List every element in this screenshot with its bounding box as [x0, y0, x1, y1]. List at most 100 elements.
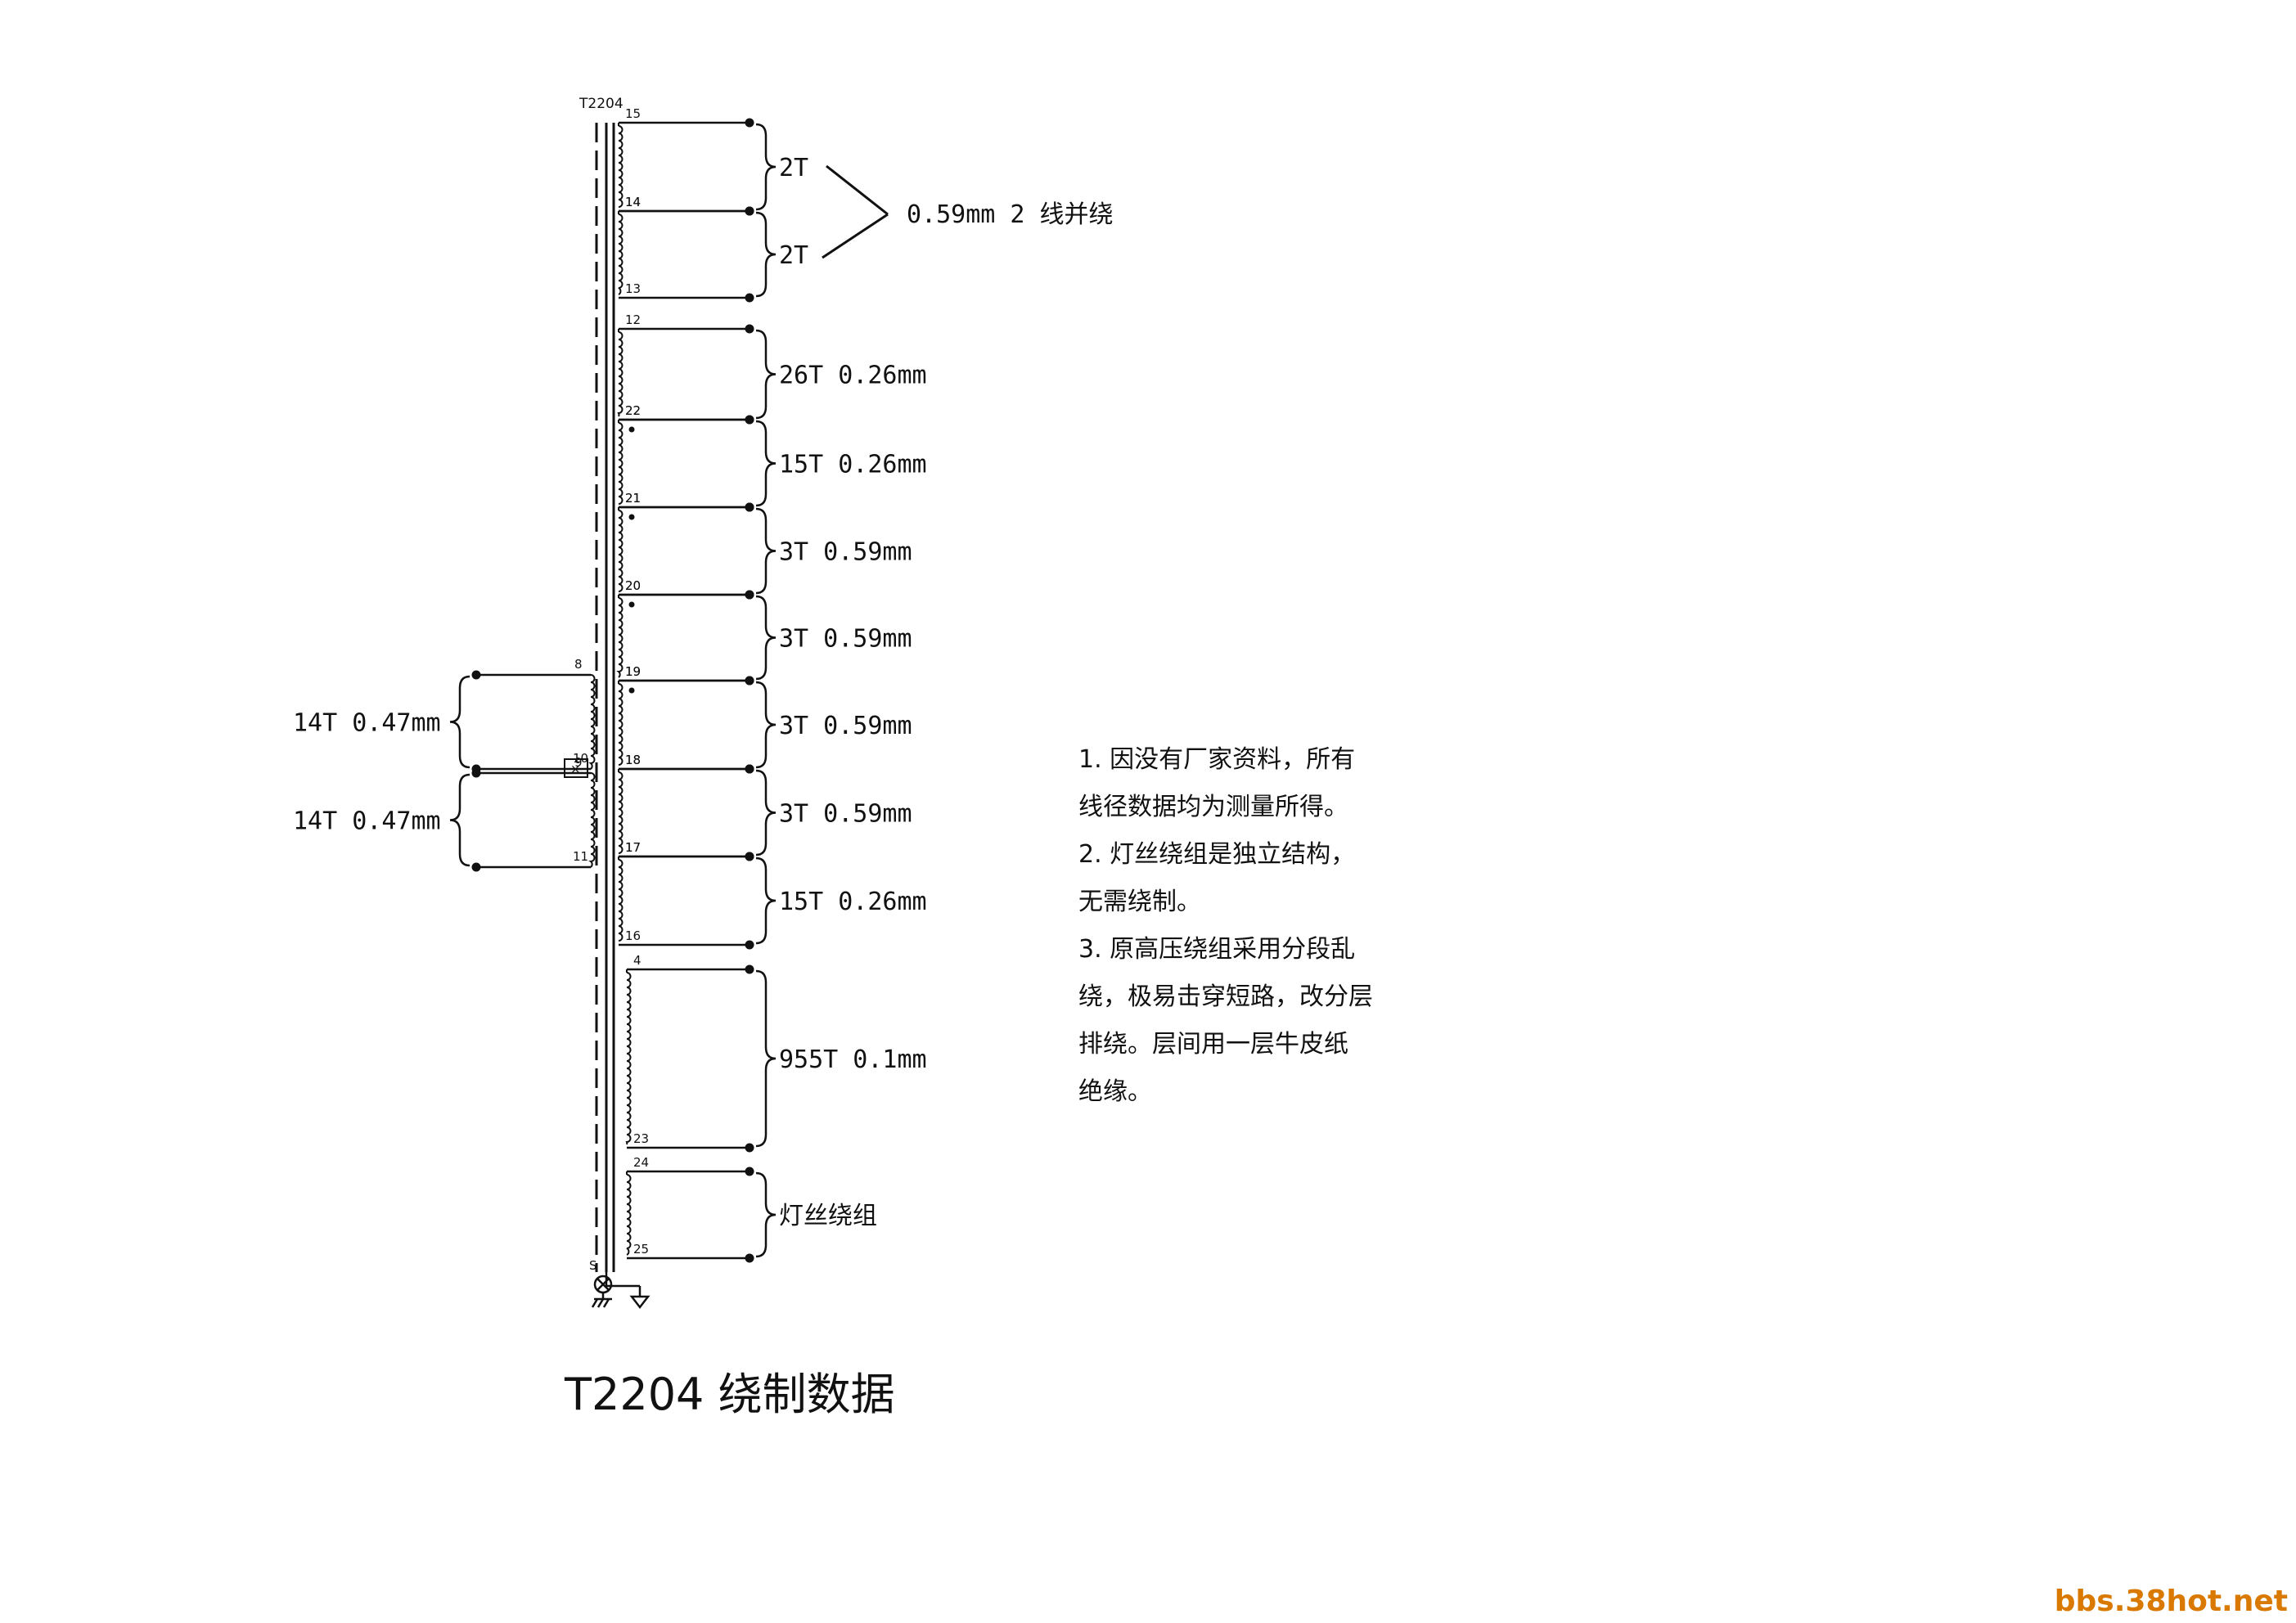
winding-brace — [755, 420, 777, 507]
winding-spec: 2T — [779, 154, 808, 182]
winding-19-18: 19 18 3T 0.59mm — [618, 664, 912, 774]
terminal-dot — [745, 415, 754, 425]
terminal-dot — [745, 502, 754, 512]
core-pin-label: S — [589, 1258, 597, 1273]
winding-brace — [449, 773, 470, 867]
terminal-dot — [745, 324, 754, 334]
coil-turns — [618, 422, 624, 505]
note-line: 2. 灯丝绕组是独立结构， — [1078, 840, 1356, 869]
terminal-dot — [745, 1253, 754, 1263]
terminal-dot — [745, 293, 754, 303]
coil-turns — [617, 331, 624, 417]
winding-brace — [755, 211, 777, 298]
pin-label: 16 — [625, 928, 641, 943]
coil-turns — [618, 771, 624, 854]
coil-turns — [618, 859, 624, 942]
winding-spec: 15T 0.26mm — [779, 451, 927, 479]
terminal-dot — [745, 1167, 754, 1176]
terminal-dot — [745, 590, 754, 600]
note-line: 绝缘。 — [1078, 1077, 1152, 1106]
pin-label: 14 — [625, 195, 641, 209]
polarity-dot — [628, 687, 635, 694]
terminal-dot — [745, 206, 754, 216]
note-line: 1. 因没有厂家资料，所有 — [1078, 745, 1356, 774]
pin-label: 9 — [574, 755, 583, 770]
pin-label: 21 — [625, 491, 641, 506]
coil-turns — [618, 683, 624, 766]
winding-17-16: 17 16 15T 0.26mm — [618, 840, 927, 950]
polarity-dot — [628, 601, 635, 608]
winding-21-20: 21 20 3T 0.59mm — [618, 491, 912, 600]
pin-label: 19 — [625, 664, 641, 679]
svg-text:×: × — [570, 762, 581, 776]
pin-label: 19 — [625, 664, 641, 679]
pin-label: 12 — [625, 312, 641, 327]
pin-label: 17 — [625, 840, 641, 855]
pin-label: 20 — [625, 578, 641, 593]
pin-label: 18 — [625, 753, 641, 767]
winding-spec: 灯丝绕组 — [779, 1202, 877, 1230]
pin-label: 18 — [625, 753, 641, 767]
terminal-dot — [745, 940, 754, 950]
pin-label: 24 — [633, 1155, 649, 1170]
ground-symbol — [591, 1272, 651, 1310]
pin-label: 23 — [633, 1131, 649, 1146]
winding-brace — [755, 769, 777, 856]
winding-spec: 3T 0.59mm — [779, 800, 912, 829]
pin-label: 8 — [574, 657, 583, 672]
winding-18-17: 18 17 3T 0.59mm — [618, 753, 912, 861]
pin-label: 22 — [625, 403, 641, 418]
terminal-dot — [745, 676, 754, 686]
coil-turns — [618, 510, 624, 592]
terminal-dot — [745, 1143, 754, 1153]
pin-label: 14 — [625, 195, 641, 209]
coil-turns — [616, 597, 624, 678]
winding-brace — [755, 123, 777, 211]
coil-turns — [625, 972, 632, 1145]
pin-label: 17 — [625, 840, 641, 855]
coil-turns — [588, 674, 596, 770]
winding-brace — [755, 507, 777, 595]
terminal-dot — [471, 768, 481, 778]
pin-label: 20 — [625, 578, 641, 593]
note-line: 绕，极易击穿短路，改分层 — [1078, 982, 1373, 1011]
pin-label: 22 — [625, 403, 641, 418]
polarity-dot — [628, 426, 635, 433]
parallel-note: 0.59mm 2 线并绕 — [907, 200, 1114, 229]
coil-turns — [618, 214, 624, 295]
winding-spec: 3T 0.59mm — [779, 538, 912, 567]
coil-turns — [618, 125, 624, 208]
parallel-arrow — [822, 164, 889, 259]
note-line: 3. 原高压绕组采用分段乱 — [1078, 935, 1356, 964]
pin-label: 21 — [625, 491, 641, 506]
winding-20-19: 20 19 3T 0.59mm — [616, 578, 912, 686]
pin-label: 15 — [625, 106, 641, 121]
winding-brace — [755, 856, 777, 945]
coil-turns — [626, 1174, 632, 1256]
winding-spec: 14T 0.47mm — [293, 807, 441, 836]
terminal-dot — [471, 670, 481, 680]
terminal-dot — [745, 852, 754, 861]
transformer-core — [595, 123, 615, 1272]
winding-brace — [755, 969, 777, 1148]
winding-spec: 955T 0.1mm — [779, 1045, 927, 1074]
pin-label: 13 — [625, 281, 641, 296]
terminal-dot — [745, 964, 754, 974]
winding-brace — [449, 675, 470, 769]
winding-brace — [755, 1171, 777, 1258]
winding-brace — [755, 681, 777, 769]
winding-spec: 15T 0.26mm — [779, 888, 927, 916]
winding-spec: 3T 0.59mm — [779, 625, 912, 654]
winding-spec: 3T 0.59mm — [779, 712, 912, 740]
pin-10-9-link: × — [564, 758, 588, 778]
transformer-label: T2204 — [579, 96, 624, 112]
